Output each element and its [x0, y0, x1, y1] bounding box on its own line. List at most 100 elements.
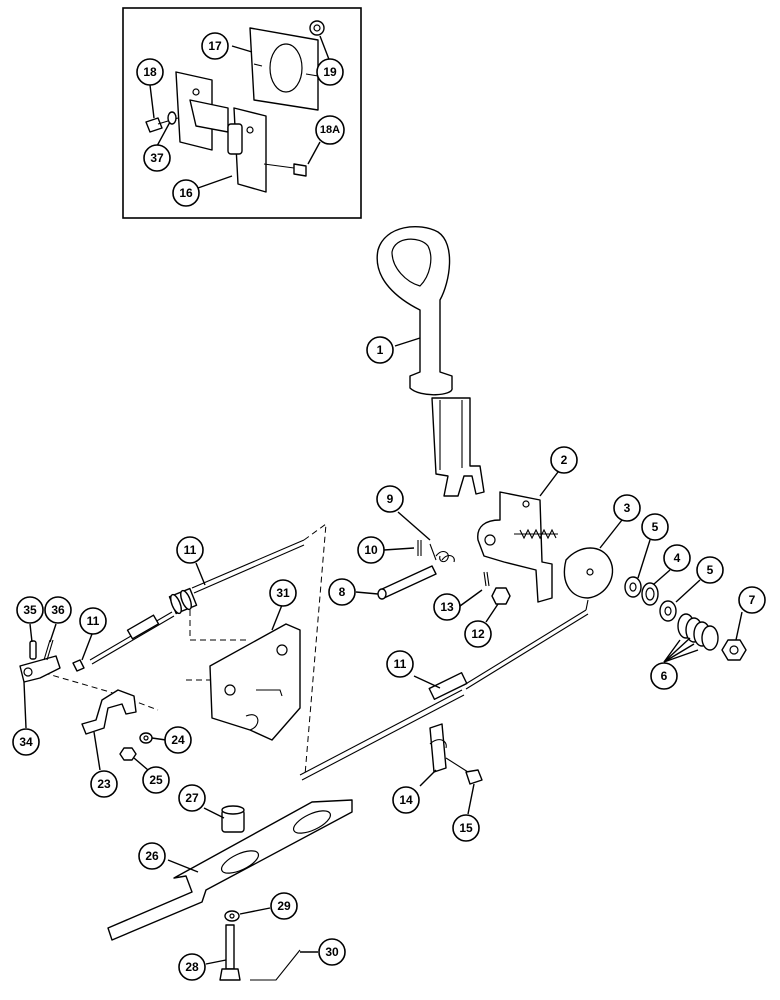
- part-11-cable-upper: [89, 539, 305, 665]
- callout-label: 14: [399, 793, 413, 807]
- callout-10: 10: [357, 536, 385, 564]
- callout-31: 31: [269, 579, 297, 607]
- part-6-spring-washers: [677, 613, 719, 651]
- callout-label: 5: [707, 563, 714, 577]
- callout-label: 1: [377, 343, 384, 357]
- callout-label: 8: [339, 585, 346, 599]
- callout-label: 23: [97, 777, 111, 791]
- callout-34: 34: [12, 728, 40, 756]
- callout-28: 28: [178, 953, 206, 981]
- part-15-bolt: [445, 757, 483, 785]
- callout-label: 25: [149, 773, 163, 787]
- callout-5b: 5: [696, 556, 724, 584]
- callout-25: 25: [142, 766, 170, 794]
- callout-label: 28: [185, 960, 199, 974]
- callout-7: 7: [738, 586, 766, 614]
- callout-14: 14: [392, 786, 420, 814]
- callout-label: 17: [208, 39, 222, 53]
- callout-label: 13: [440, 600, 454, 614]
- part-35-pin: [29, 640, 37, 660]
- callout-12: 12: [464, 620, 492, 648]
- part-16-bracket-assembly: [175, 71, 267, 193]
- part-3-disc-plate: [563, 547, 614, 599]
- callout-4: 4: [663, 544, 691, 572]
- part-28-bolt: [219, 924, 241, 981]
- callout-18: 18: [136, 58, 164, 86]
- callout-label: 18A: [320, 124, 340, 136]
- part-5-washer-b: [659, 600, 677, 622]
- part-12-nut: [491, 587, 511, 605]
- part-30-hairpin: [250, 949, 301, 981]
- callout-label: 11: [394, 657, 407, 671]
- callout-36: 36: [44, 596, 72, 624]
- part-1-shift-lever: [376, 226, 485, 497]
- part-7-nut: [721, 639, 747, 661]
- callout-label: 11: [87, 614, 100, 628]
- part-4-washer: [641, 582, 659, 606]
- part-11-nut-left: [72, 659, 85, 672]
- part-8-pin: [377, 565, 437, 600]
- callout-label: 6: [661, 669, 668, 683]
- callout-label: 9: [387, 492, 394, 506]
- callout-8: 8: [328, 578, 356, 606]
- part-37-washer: [167, 111, 177, 125]
- callout-label: 10: [364, 543, 378, 557]
- callout-5a: 5: [641, 513, 669, 541]
- callout-13: 13: [433, 593, 461, 621]
- callout-label: 11: [184, 543, 197, 557]
- callout-11a: 11: [176, 536, 204, 564]
- callout-label: 36: [51, 603, 65, 617]
- callout-9: 9: [376, 485, 404, 513]
- part-27-spacer: [221, 805, 245, 833]
- callout-label: 3: [624, 501, 631, 515]
- part-29-washer: [224, 910, 240, 922]
- callout-label: 5: [652, 520, 659, 534]
- callout-37: 37: [143, 144, 171, 172]
- part-14-clamp: [429, 723, 447, 773]
- callout-26: 26: [138, 842, 166, 870]
- callout-30: 30: [318, 938, 346, 966]
- callout-29: 29: [270, 892, 298, 920]
- callout-label: 19: [323, 65, 337, 79]
- callout-label: 31: [276, 586, 290, 600]
- alignment-lines: [33, 522, 327, 776]
- callout-23: 23: [90, 770, 118, 798]
- part-23-clip-bracket: [81, 689, 137, 735]
- inset-detail: [122, 7, 362, 219]
- callout-label: 16: [179, 186, 193, 200]
- callout-11c: 11: [386, 650, 414, 678]
- callout-6: 6: [650, 662, 678, 690]
- callout-label: 34: [19, 735, 33, 749]
- callout-label: 24: [171, 733, 185, 747]
- part-11-cable-lower: [299, 599, 589, 781]
- part-24-washer: [139, 732, 153, 744]
- callout-19: 19: [316, 58, 344, 86]
- callout-label: 26: [145, 849, 159, 863]
- part-34-clevis: [19, 655, 61, 683]
- callout-label: 15: [459, 821, 473, 835]
- callout-label: 35: [23, 603, 37, 617]
- callout-35: 35: [16, 596, 44, 624]
- callout-label: 18: [143, 65, 157, 79]
- part-26-support-plate: [107, 799, 353, 941]
- leader-lines: [23, 35, 743, 965]
- callout-label: 29: [277, 899, 291, 913]
- callouts: 17 19 18 37 16 18A 1 2 3 5 4 5 7 6 9 10 …: [12, 32, 766, 981]
- callout-label: 2: [561, 453, 568, 467]
- part-9-spring: [429, 543, 455, 563]
- part-10-cotter: [417, 540, 422, 556]
- callout-24: 24: [164, 726, 192, 754]
- callout-27: 27: [178, 784, 206, 812]
- part-25-nut: [119, 747, 137, 761]
- callout-label: 7: [749, 593, 756, 607]
- callout-label: 37: [150, 151, 164, 165]
- callout-2: 2: [550, 446, 578, 474]
- callout-16: 16: [172, 179, 200, 207]
- part-19-nut: [309, 20, 325, 36]
- callout-18a: 18A: [315, 115, 345, 145]
- callout-label: 27: [185, 791, 199, 805]
- part-36-cotter-pin: [43, 639, 54, 661]
- callout-17: 17: [201, 32, 229, 60]
- callout-11b: 11: [79, 607, 107, 635]
